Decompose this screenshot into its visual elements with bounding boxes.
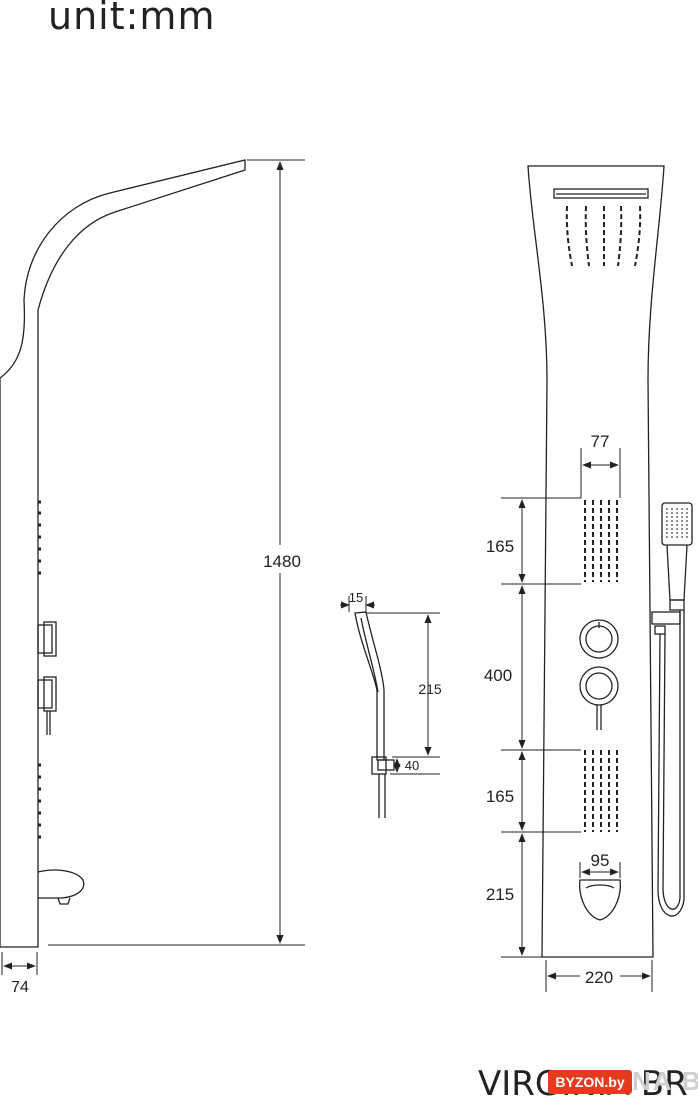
depth-dimension [1, 952, 38, 975]
front-thermostat-knob [579, 619, 619, 659]
upper-body-jets [584, 500, 618, 582]
nozzle-width-label: 77 [591, 432, 610, 451]
side-upper-jets [38, 500, 41, 575]
rain-shower-head [553, 188, 649, 199]
upper-jets-height-label: 165 [486, 537, 514, 556]
handshower-offset-label: 15 [349, 590, 363, 605]
handshower-length-label: 215 [418, 681, 442, 697]
rain-nozzles [565, 205, 642, 267]
side-diverter-knob [37, 676, 57, 735]
unit-label: unit:mm [48, 0, 216, 38]
handshower-body [354, 611, 385, 761]
spout-width-label: 95 [591, 851, 610, 870]
watermark: NA BR BYZON.by [548, 1064, 698, 1100]
handshower-hose [378, 774, 386, 818]
holder-height-label: 40 [405, 758, 419, 773]
hand-shower-nozzles [666, 508, 688, 540]
depth-dimension-label: 74 [11, 979, 29, 996]
watermark-badge: BYZON.by [548, 1070, 632, 1094]
hand-shower [651, 502, 693, 917]
lower-body-jets [584, 750, 618, 832]
front-view [527, 165, 693, 958]
side-panel-outline [0, 159, 246, 948]
height-dimension-label: 1480 [263, 552, 301, 571]
handshower-dimensions [340, 596, 440, 775]
handshower-detail [354, 611, 395, 818]
front-dimensions [501, 448, 653, 992]
tub-spout [579, 879, 621, 921]
watermark-ghost-text: NA BR [632, 1066, 698, 1096]
side-view [0, 159, 246, 948]
side-thermostat-knob [37, 621, 57, 657]
front-panel-outline [527, 165, 665, 958]
side-spout [37, 869, 85, 899]
hand-shower-hose [657, 610, 685, 917]
spout-height-label: 215 [486, 885, 514, 904]
lower-jets-height-label: 165 [486, 787, 514, 806]
side-lower-jets [38, 763, 41, 839]
controls-height-label: 400 [484, 666, 512, 685]
front-diverter-knob [579, 666, 619, 730]
panel-width-label: 220 [585, 968, 613, 987]
